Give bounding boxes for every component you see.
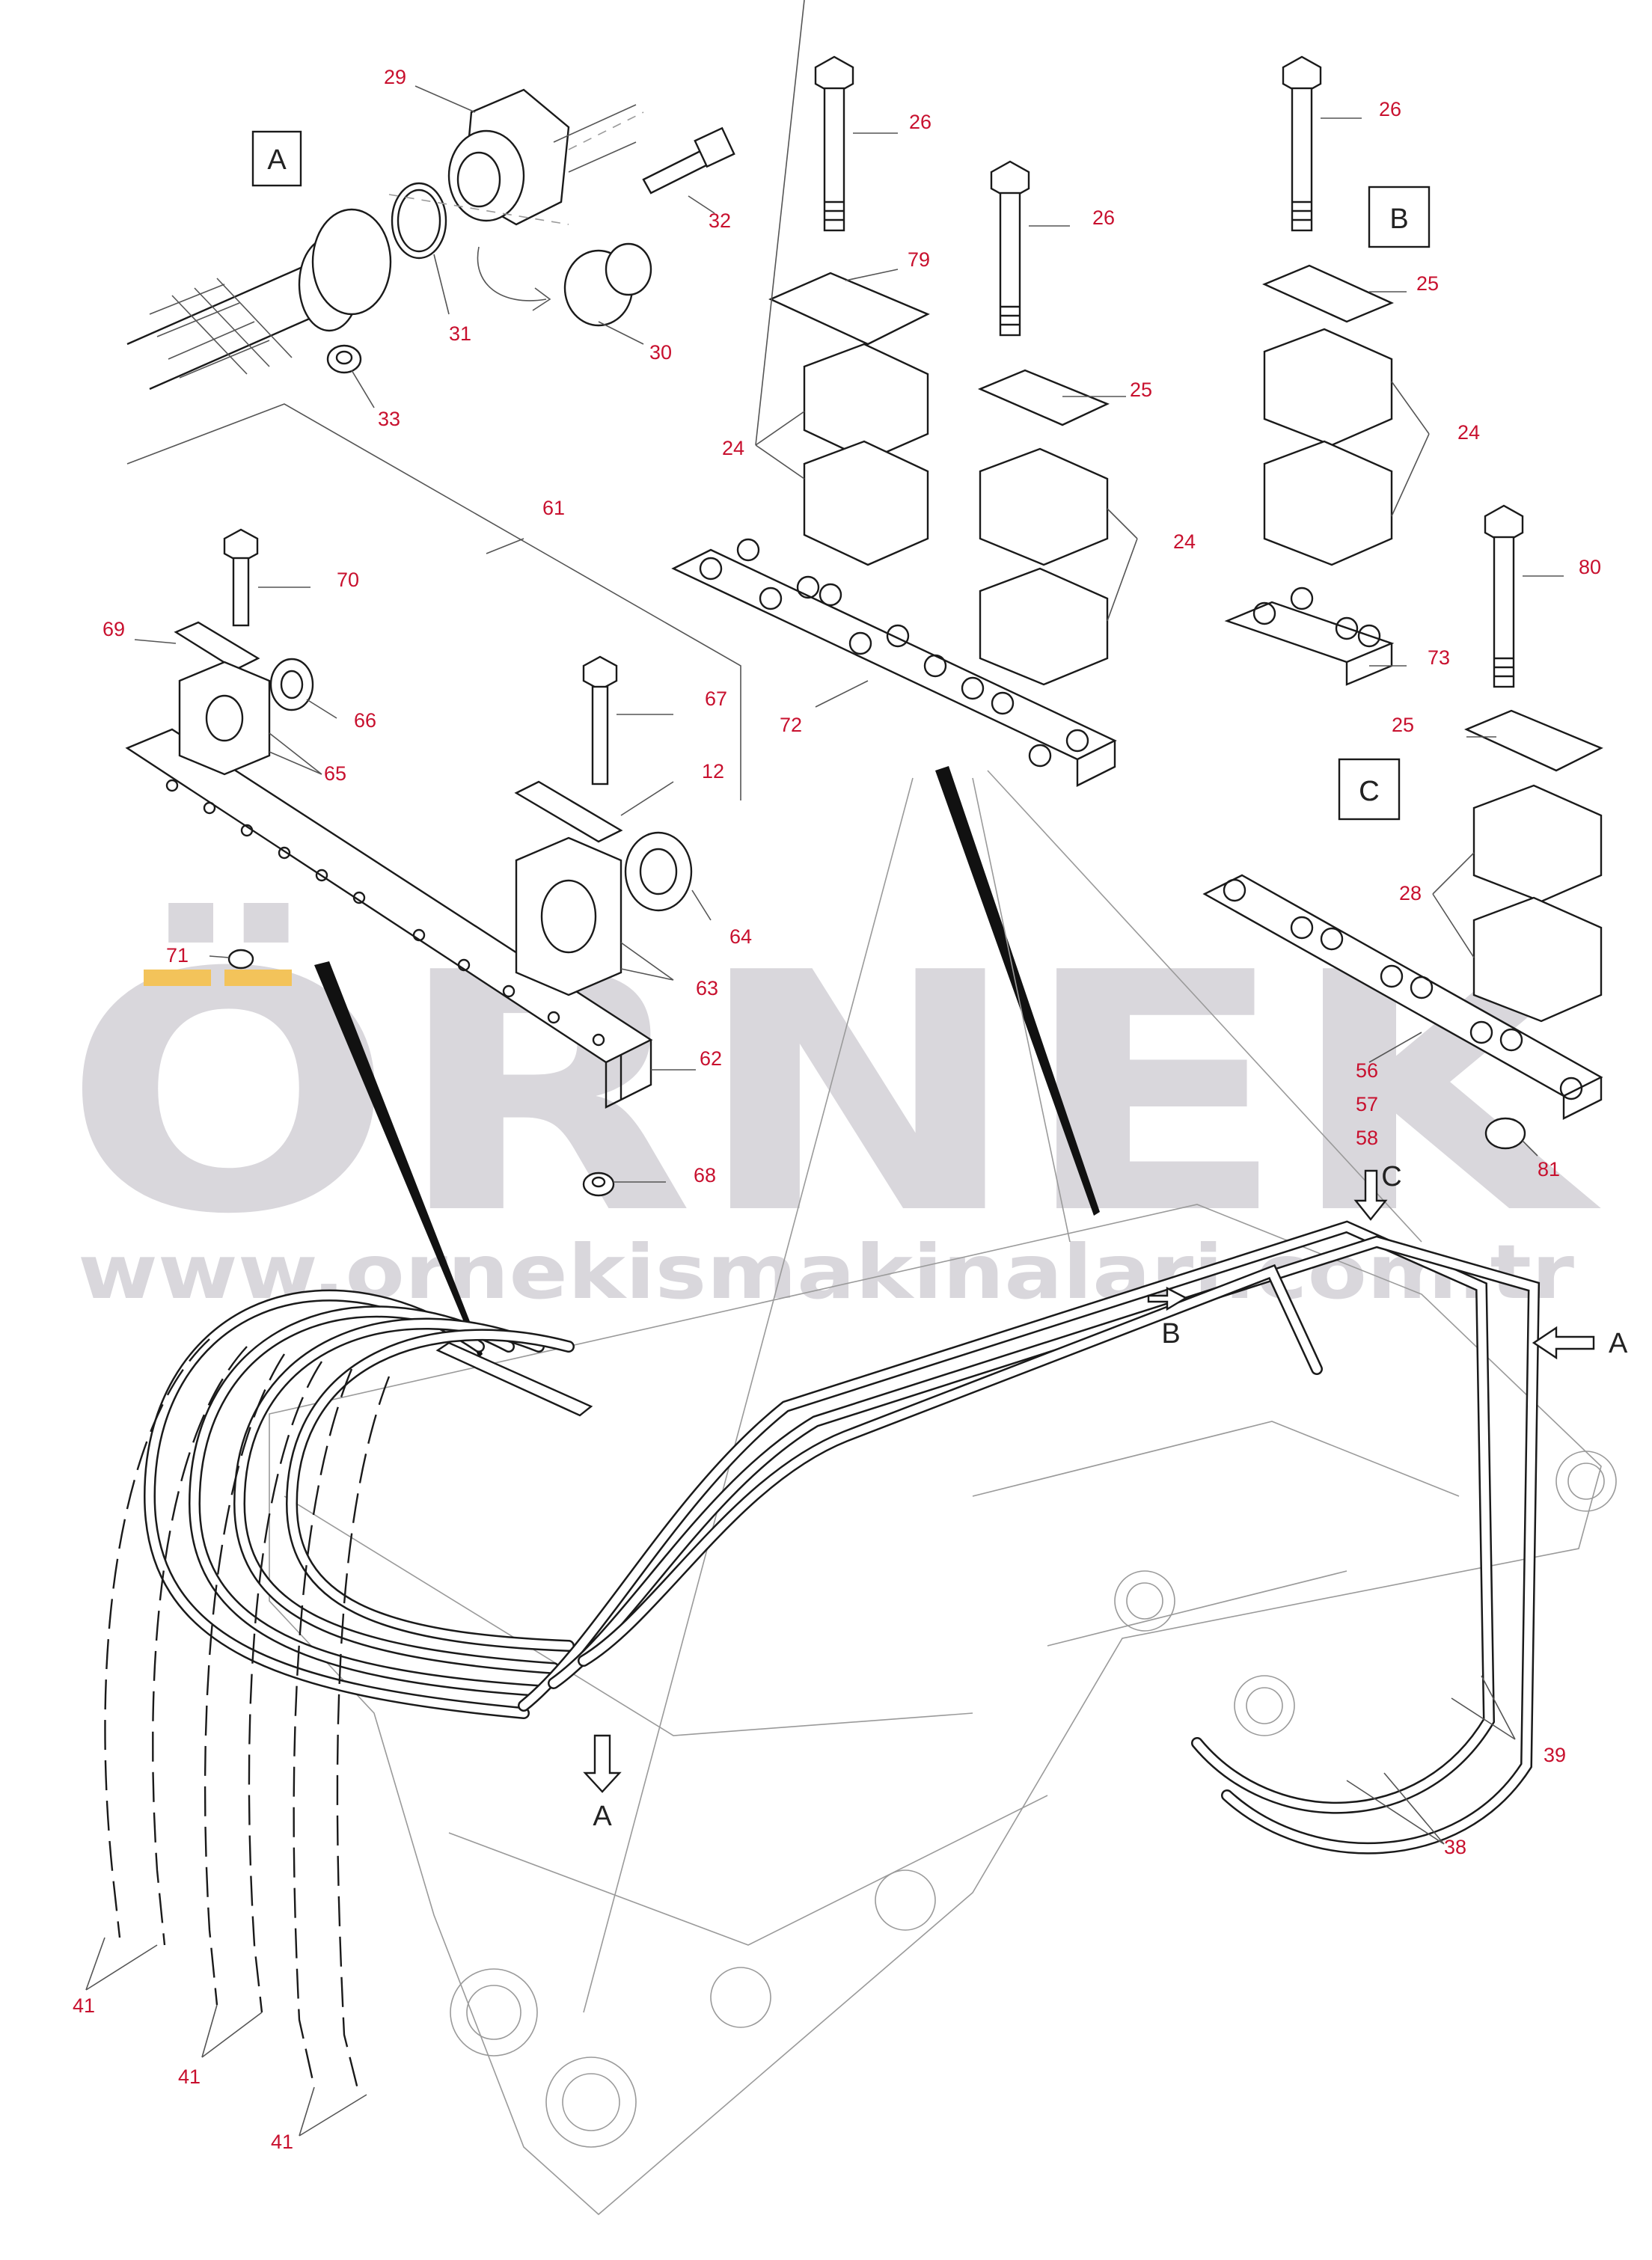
clamp-group-center [671, 55, 1117, 787]
callout-38: 38 [1444, 1836, 1466, 1858]
callout-61: 61 [542, 497, 565, 519]
detail-label-a: A [267, 144, 287, 176]
callout-70: 70 [337, 569, 359, 591]
callout-81: 81 [1538, 1158, 1560, 1180]
callout-41-b: 41 [178, 2065, 201, 2088]
callout-79: 79 [908, 248, 930, 271]
callout-73: 73 [1428, 646, 1450, 669]
leader-lines [85, 0, 1564, 2137]
callout-24-c: 24 [1173, 530, 1196, 553]
callout-29: 29 [384, 66, 406, 88]
callout-62: 62 [700, 1047, 722, 1070]
section-arrow-a-bottom: A [593, 1801, 612, 1832]
section-arrow-a-right: A [1609, 1328, 1628, 1359]
callout-71: 71 [166, 944, 189, 967]
callout-25-b: 25 [1130, 379, 1152, 401]
callout-56: 56 [1356, 1059, 1378, 1082]
callout-58: 58 [1356, 1127, 1378, 1149]
callout-80: 80 [1579, 556, 1601, 578]
watermark-accent-right [224, 970, 292, 986]
callout-26-a: 26 [909, 111, 931, 133]
callout-72: 72 [780, 714, 802, 736]
callout-41-a: 41 [73, 1994, 95, 2017]
callout-39: 39 [1544, 1744, 1566, 1766]
callout-25-c: 25 [1392, 714, 1414, 736]
detail-label-c: C [1359, 776, 1379, 807]
callout-67: 67 [705, 688, 727, 710]
detail-c-clamp: C [1202, 504, 1603, 1150]
watermark-accent-left [144, 970, 211, 986]
callout-68: 68 [694, 1164, 716, 1186]
callout-69: 69 [103, 618, 125, 640]
callout-33: 33 [378, 408, 400, 430]
callout-26-b: 26 [1379, 98, 1401, 120]
callout-12: 12 [702, 760, 724, 783]
detail-label-b: B [1389, 203, 1408, 235]
detail-label-box-c [1338, 758, 1401, 821]
callout-32: 32 [709, 209, 731, 232]
callout-25-a: 25 [1416, 272, 1439, 295]
boom-assembly [104, 1204, 1617, 2216]
detail-label-box-b [1368, 186, 1431, 248]
clamp-group-left [125, 403, 741, 1197]
pointer-left [314, 961, 483, 1358]
section-arrow-b: B [1161, 1318, 1180, 1350]
callout-66: 66 [354, 709, 376, 732]
callout-24-a: 24 [1457, 421, 1480, 444]
section-arrow-c: C [1381, 1161, 1401, 1192]
callout-31: 31 [449, 322, 471, 345]
callout-26-c: 26 [1092, 206, 1115, 229]
detail-label-box-a [251, 130, 302, 187]
callout-57: 57 [1356, 1093, 1378, 1115]
callout-numbers: 29 26 26 26 32 79 31 30 33 25 25 24 24 2… [73, 66, 1601, 2153]
callout-28: 28 [1399, 882, 1422, 904]
callout-64: 64 [729, 925, 752, 948]
callout-65: 65 [324, 762, 346, 785]
callout-24-b: 24 [722, 437, 744, 459]
callout-63: 63 [696, 977, 718, 999]
detail-b-clamp: B [1224, 55, 1431, 686]
callout-c-label: C [1359, 776, 1379, 807]
section-arrows: A B C A [583, 1161, 1628, 1832]
callout-30: 30 [649, 341, 672, 364]
callout-41-c: 41 [271, 2131, 293, 2153]
detail-a-flange: A [126, 88, 735, 391]
